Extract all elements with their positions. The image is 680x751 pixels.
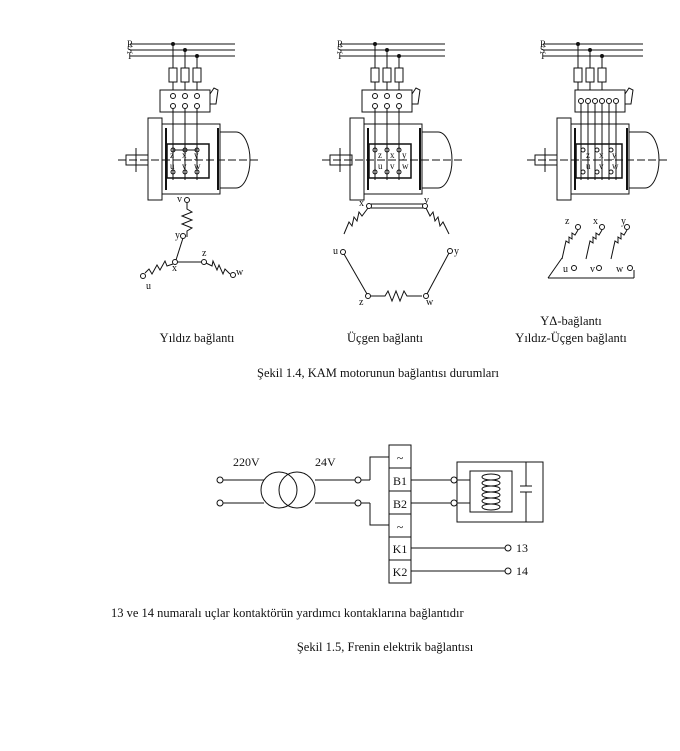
delta-term-x: x (390, 150, 395, 160)
output-14: 14 (516, 564, 528, 578)
star-term-v: v (182, 161, 187, 171)
yd-label-u: u (563, 264, 568, 275)
yd-label-x: x (593, 216, 598, 227)
yd-term-y: y (612, 150, 617, 160)
star-winding-diagram (140, 197, 236, 279)
figure-1-5-title: Şekil 1.5, Frenin elektrik bağlantısı (296, 640, 474, 654)
yd-term-x: x (599, 150, 604, 160)
figure-1-4-title: Şekil 1.4, KAM motorunun bağlantısı duru… (257, 366, 499, 380)
terminal-ac-1: ~ (397, 451, 404, 465)
caption-star: Yıldız bağlantı (159, 331, 235, 345)
star-term-y: y (194, 150, 199, 160)
motor-assembly-star: z x y u v w (118, 42, 260, 201)
voltage-24v: 24V (315, 455, 336, 469)
terminal-b2: B2 (393, 497, 407, 511)
star-term-z: z (170, 150, 174, 160)
delta-term-z: z (378, 150, 382, 160)
bus-label-T-1: T (127, 51, 133, 61)
delta-term-u: u (378, 161, 383, 171)
terminal-b1: B1 (393, 474, 407, 488)
bus-label-S-1: S (127, 45, 132, 55)
delta-winding-diagram (340, 203, 453, 303)
yd-term-v: v (599, 161, 604, 171)
star-label-v: v (177, 194, 182, 205)
star-label-x: x (172, 263, 177, 274)
star-label-w: w (236, 267, 244, 278)
yd-label-w: w (616, 264, 624, 275)
yd-label-z: z (565, 216, 570, 227)
star-delta-winding-diagram (547, 224, 635, 279)
bus-label-T-3: T (540, 51, 546, 61)
terminal-ac-2: ~ (397, 520, 404, 534)
star-label-z: z (202, 248, 207, 259)
bus-label-S-2: S (337, 45, 342, 55)
bus-label-R-3: R (540, 39, 546, 49)
delta-label-x: x (359, 198, 364, 209)
delta-label-z: z (359, 297, 364, 308)
bus-label-T-2: T (337, 51, 343, 61)
figure-1-5-note: 13 ve 14 numaralı uçlar kontaktörün yard… (111, 606, 464, 620)
delta-term-w: w (402, 161, 409, 171)
delta-term-v: v (390, 161, 395, 171)
yd-term-z: z (586, 150, 590, 160)
star-label-u: u (146, 281, 151, 292)
yd-label-v: v (590, 264, 595, 275)
brake-wiring-diagram (216, 444, 544, 584)
star-term-w: w (194, 161, 201, 171)
motor-assembly-delta: z x y u v w (322, 42, 462, 201)
star-term-u: u (170, 161, 175, 171)
yd-term-w: w (612, 161, 619, 171)
star-term-x: x (182, 150, 187, 160)
terminal-k1: K1 (393, 542, 408, 556)
delta-label-w: w (426, 297, 434, 308)
delta-label-v: v (424, 195, 429, 206)
caption-delta: Üçgen bağlantı (346, 331, 424, 345)
star-label-y: y (175, 230, 180, 241)
bus-label-S-3: S (540, 45, 545, 55)
caption-star-delta-1: YΔ-bağlantı (540, 314, 602, 328)
output-13: 13 (516, 541, 528, 555)
bus-label-R-2: R (337, 39, 343, 49)
terminal-k2: K2 (393, 565, 408, 579)
delta-label-y: y (454, 246, 459, 257)
voltage-220v: 220V (233, 455, 260, 469)
yd-term-u: u (586, 161, 591, 171)
delta-label-u: u (333, 246, 338, 257)
caption-star-delta-2: Yıldız-Üçgen bağlantı (515, 331, 627, 345)
yd-label-y: y (621, 216, 626, 227)
delta-term-y: y (402, 150, 407, 160)
bus-label-R-1: R (127, 39, 133, 49)
motor-assembly-star-delta: z x y u v w (527, 42, 669, 201)
